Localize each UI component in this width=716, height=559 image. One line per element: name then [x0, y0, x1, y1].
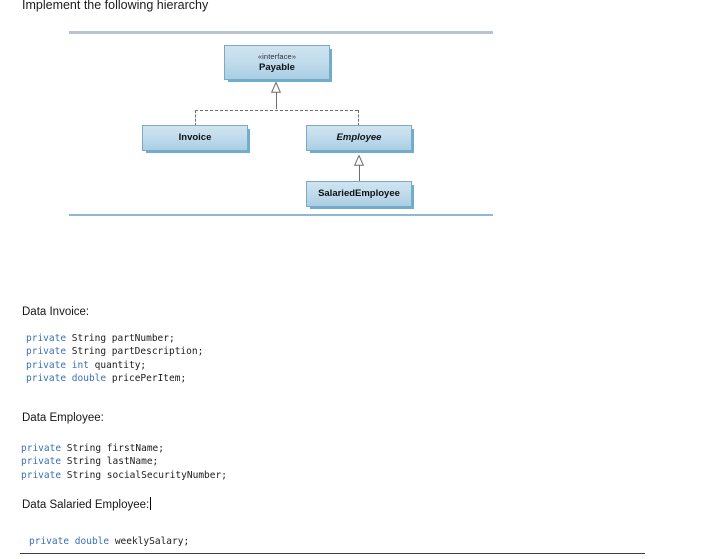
- text-cursor: [150, 497, 152, 510]
- section-label-invoice: Data Invoice:: [22, 306, 90, 318]
- generalization-line: [359, 165, 360, 182]
- uml-name-payable: Payable: [259, 61, 295, 73]
- code-block-salaried-employee: private double weeklySalary;: [29, 536, 190, 547]
- uml-stereotype-payable: «interface»: [257, 51, 297, 61]
- realization-drop-invoice: [195, 110, 196, 126]
- section-label-salaried-employee: Data Salaried Employee:: [22, 497, 152, 513]
- uml-name-invoice: Invoice: [178, 132, 212, 143]
- uml-name-salariedemployee: SalariedEmployee: [318, 188, 400, 199]
- realization-stub-line: [276, 92, 277, 109]
- realization-drop-employee: [358, 110, 359, 126]
- realization-arrowhead-icon: [271, 82, 281, 93]
- diagram-bottom-rule: [69, 214, 493, 216]
- page-title: Implement the following hierarchy: [22, 0, 209, 12]
- section-label-employee: Data Employee:: [22, 412, 104, 424]
- bottom-divider: [20, 553, 645, 554]
- uml-box-employee[interactable]: Employee: [306, 125, 412, 151]
- uml-box-payable[interactable]: «interface» Payable: [224, 45, 330, 80]
- diagram-top-rule: [69, 31, 493, 34]
- uml-diagram-figure: «interface» Payable Invoice Employee Sal…: [0, 24, 716, 224]
- generalization-arrowhead-icon: [354, 155, 364, 166]
- code-block-employee: private String firstName; private String…: [21, 443, 227, 481]
- realization-bus-line: [195, 110, 358, 111]
- uml-box-salariedemployee[interactable]: SalariedEmployee: [306, 181, 412, 207]
- uml-box-invoice[interactable]: Invoice: [142, 125, 248, 151]
- code-block-invoice: private String partNumber; private Strin…: [26, 333, 204, 385]
- uml-name-employee: Employee: [336, 132, 382, 143]
- section-label-salaried-employee-text: Data Salaried Employee:: [22, 499, 150, 511]
